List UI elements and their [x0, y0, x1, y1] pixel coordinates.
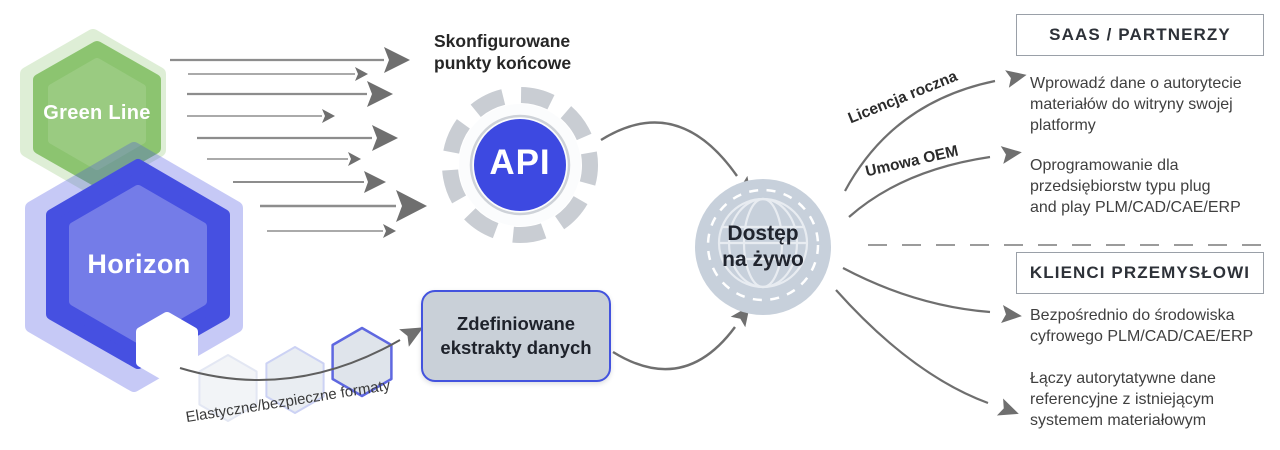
- connector-hexagon: [136, 312, 198, 382]
- hub-to-industrial-arrow-2: [835, 289, 1019, 416]
- defined-extracts-box: Zdefiniowane ekstrakty danych: [421, 290, 611, 382]
- hub-dashed-ring: [706, 188, 820, 302]
- api-badge-label: API: [489, 143, 551, 182]
- formats-to-extracts-arrow: [179, 327, 424, 381]
- hub-circle: [695, 179, 831, 315]
- arrowhead: [399, 327, 424, 347]
- globe-icon: [717, 197, 809, 289]
- horizon-label: Horizon: [87, 249, 191, 279]
- industrial-item-direct-environment: Bezpośrednio do środowiska cyfrowego PLM…: [1030, 307, 1254, 345]
- format-hexagons: [198, 326, 393, 422]
- green-hexagon-inner: [48, 58, 146, 170]
- hub-to-saas-arrow-oem: [848, 146, 1022, 218]
- extracts-to-hub-arrow: [612, 305, 750, 371]
- saas-item-authority-data: Wprowadź dane o autorytecie materiałów d…: [1030, 75, 1242, 134]
- data-flow-arrows: [170, 47, 427, 238]
- green-line-label: Green Line: [43, 102, 151, 124]
- saas-partners-header: SAAS / PARTNERZY: [1016, 14, 1264, 56]
- hub-to-saas-arrow-license: [844, 70, 1027, 192]
- format-hexagon-2: [265, 346, 325, 414]
- live-access-label: Dostęp na żywo: [722, 222, 804, 272]
- live-access-hub: [695, 179, 831, 315]
- configured-endpoints-title: Skonfigurowane punkty końcowe: [434, 31, 572, 74]
- api-gear-icon: [442, 87, 598, 243]
- saas-item-plug-and-play: Oprogramowanie dla przedsiębiorstw typu …: [1030, 157, 1241, 216]
- green-hexagon-body: [33, 41, 161, 187]
- format-hexagon-1: [198, 354, 258, 422]
- api-circle: [474, 119, 566, 211]
- industrial-clients-header: KLIENCI PRZEMYSŁOWI: [1016, 252, 1264, 294]
- hub-to-industrial-arrow-1: [842, 267, 1022, 323]
- industrial-item-reference-data: Łączy autorytatywne dane referencyjne z …: [1030, 370, 1216, 429]
